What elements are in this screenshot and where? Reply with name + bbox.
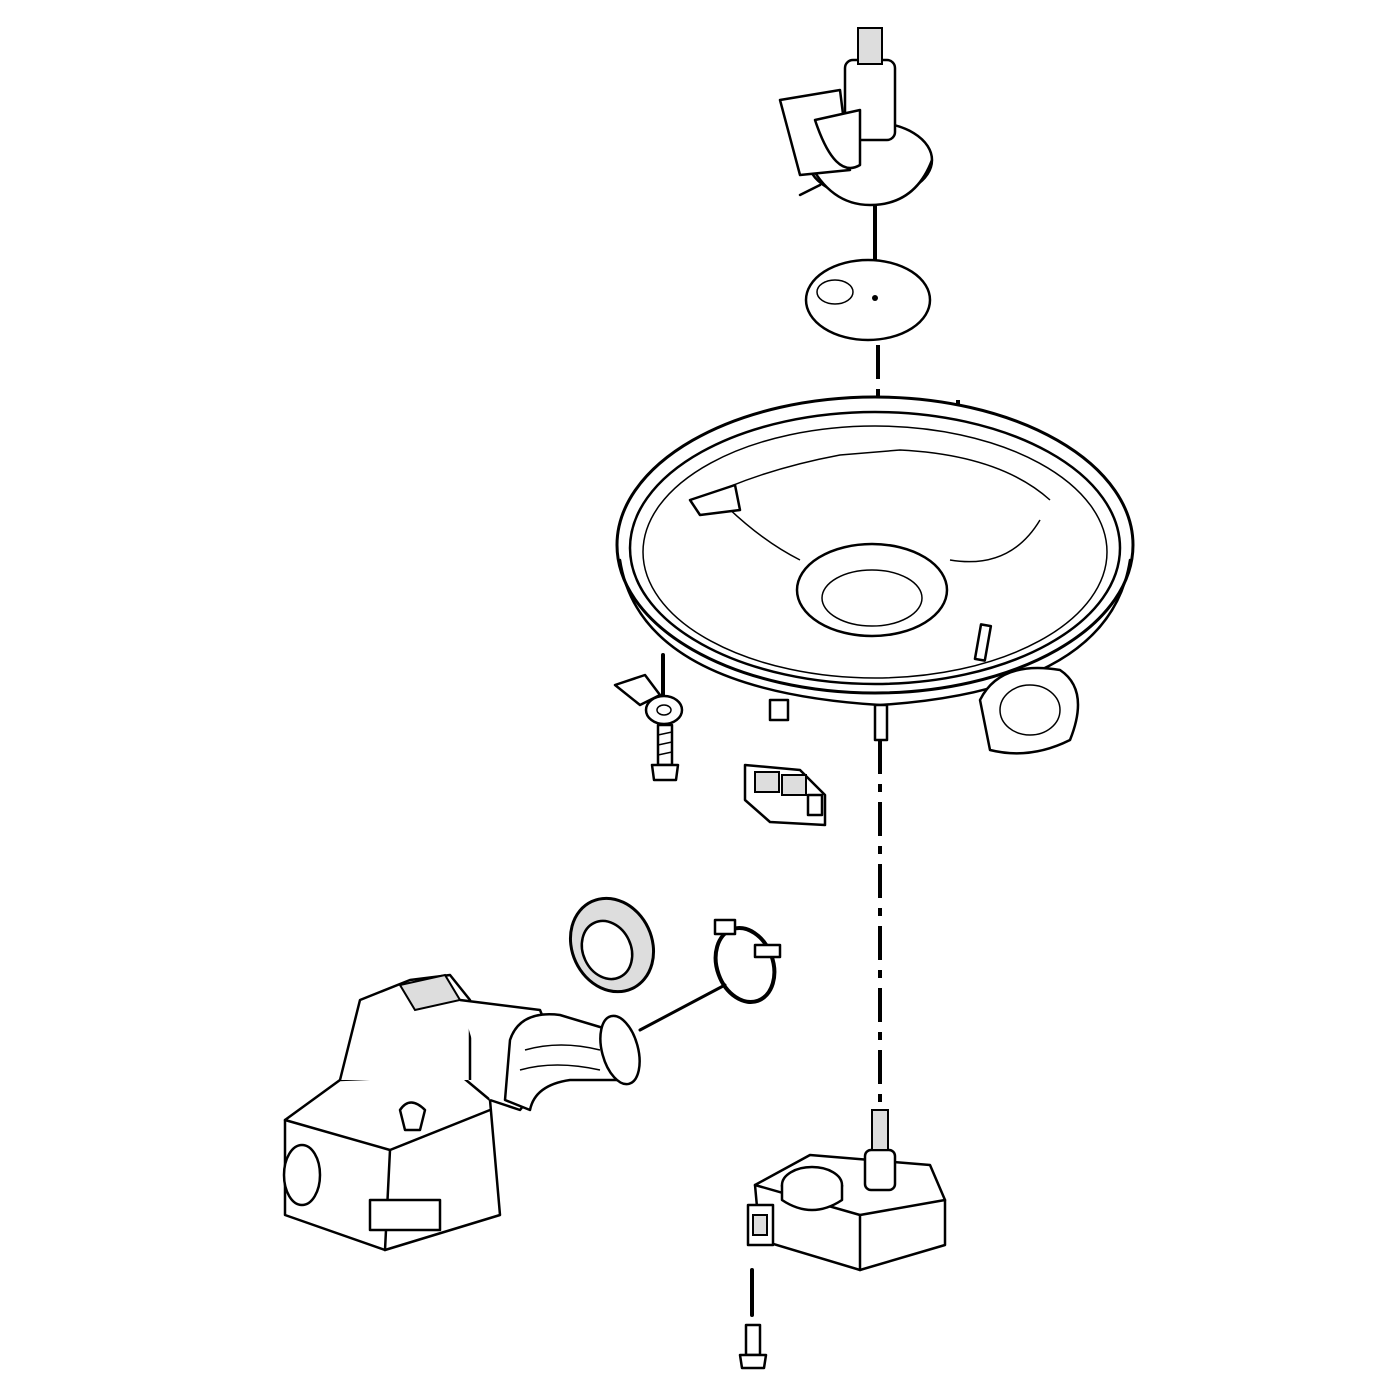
top-valve-assembly	[778, 27, 934, 207]
hose-clamp	[713, 918, 782, 1004]
assembly-axis-lines	[638, 203, 960, 1317]
pump-motor	[282, 973, 562, 1252]
sensor-clip	[613, 673, 684, 726]
screw	[650, 723, 768, 1370]
sump-basin	[615, 395, 1135, 755]
seal-ring	[568, 896, 656, 994]
filter-block	[743, 763, 827, 827]
pump-hose	[503, 1013, 641, 1112]
disc-plate	[804, 258, 932, 342]
diverter-motor	[746, 1109, 947, 1272]
